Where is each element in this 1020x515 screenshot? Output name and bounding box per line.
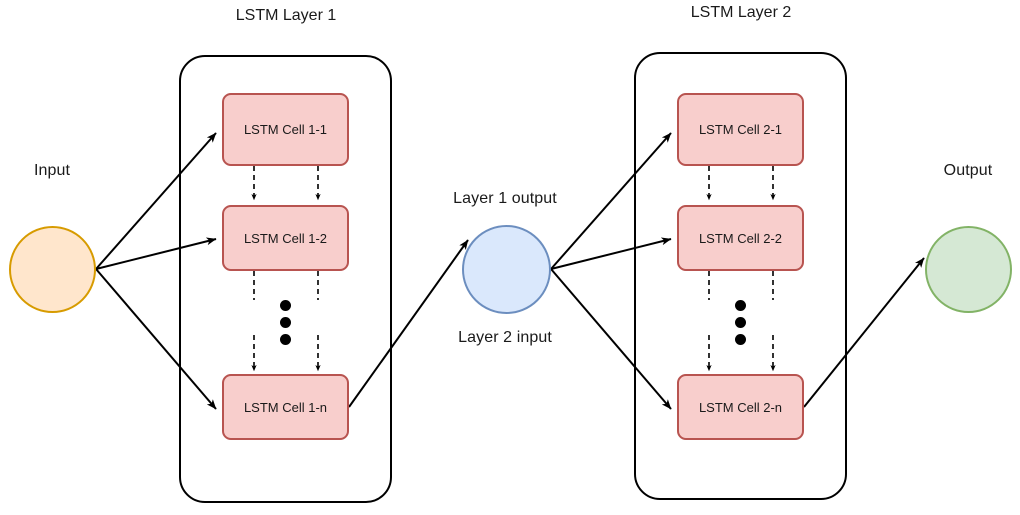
layer-2-input-label: Layer 2 input: [458, 329, 552, 346]
layer-1-output-label: Layer 1 output: [453, 190, 557, 207]
input-node[interactable]: [9, 226, 96, 313]
lstm-cell-2-2-label: LSTM Cell 2-2: [698, 230, 783, 246]
edge-layer-input-to-cell-2-1: [550, 132, 672, 270]
layer-1-container: [179, 55, 392, 503]
layer-2-title: LSTM Layer 2: [690, 4, 792, 21]
lstm-cell-1-n[interactable]: LSTM Cell 1-n: [222, 374, 349, 440]
lstm-cell-2-n[interactable]: LSTM Cell 2-n: [677, 374, 804, 440]
edge-input-to-cell-1-n: [95, 268, 217, 410]
layer-1-title: LSTM Layer 1: [235, 7, 337, 24]
lstm-cell-1-2[interactable]: LSTM Cell 1-2: [222, 205, 349, 271]
layer-2-container: [634, 52, 847, 500]
edge-input-to-cell-1-2: [95, 237, 217, 270]
edge-input-to-cell-1-1: [95, 132, 217, 270]
edge-layer-input-to-cell-2-2: [550, 237, 672, 270]
layer-2-ellipsis-icon: [735, 300, 747, 345]
lstm-cell-2-1-label: LSTM Cell 2-1: [698, 122, 783, 137]
lstm-cell-2-1[interactable]: LSTM Cell 2-1: [677, 93, 804, 166]
edge-layer-input-to-cell-2-n: [550, 268, 672, 410]
layer-1-ellipsis-icon: [280, 300, 292, 345]
lstm-cell-1-1-label: LSTM Cell 1-1: [243, 122, 328, 137]
lstm-cell-1-n-label: LSTM Cell 1-n: [243, 399, 328, 415]
edge-cell-2-n-to-output: [803, 257, 925, 408]
output-node[interactable]: [925, 226, 1012, 313]
input-node-label: Input: [33, 162, 71, 179]
layer-handoff-node[interactable]: [462, 225, 551, 314]
edge-cell-1-n-to-layer-output: [348, 239, 469, 408]
lstm-cell-1-2-label: LSTM Cell 1-2: [243, 230, 328, 246]
lstm-cell-2-n-label: LSTM Cell 2-n: [698, 399, 783, 415]
output-node-label: Output: [943, 162, 993, 179]
lstm-cell-1-1[interactable]: LSTM Cell 1-1: [222, 93, 349, 166]
lstm-cell-2-2[interactable]: LSTM Cell 2-2: [677, 205, 804, 271]
